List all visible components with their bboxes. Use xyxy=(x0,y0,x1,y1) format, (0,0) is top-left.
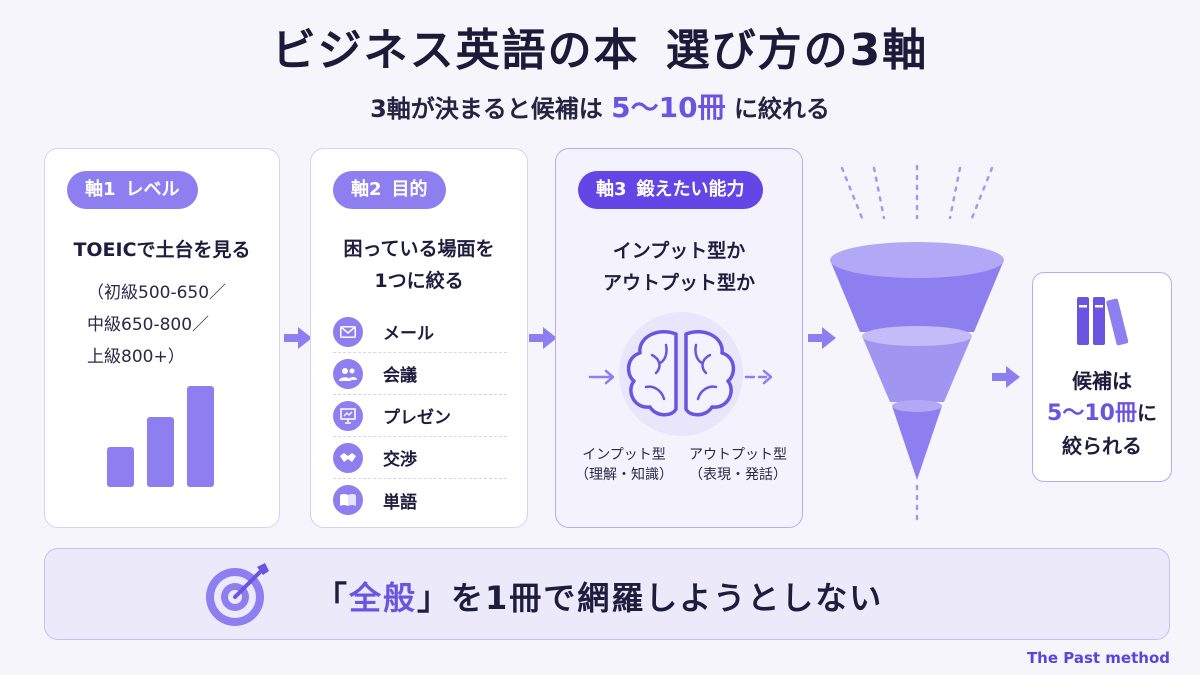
axis1-level-line: 上級800+） xyxy=(87,347,185,367)
people-icon xyxy=(333,358,363,389)
axis3-lead-line2: アウトプット型か xyxy=(602,272,755,294)
banner-post: 」を1冊で網羅しようとしない xyxy=(417,579,884,617)
banner-pre: 「 xyxy=(315,579,350,617)
funnel-icon xyxy=(830,164,1004,528)
banner-accent: 全般 xyxy=(349,579,418,617)
axis3-num: 軸3 xyxy=(596,179,627,200)
handshake-icon xyxy=(333,442,363,473)
axis1-card: 軸1 レベル TOEICで土台を見る （初級500-650／ 中級650-800／… xyxy=(44,148,280,528)
result-card: 候補は 5〜10冊に 絞られる xyxy=(1032,272,1172,482)
axis1-pill: 軸1 レベル xyxy=(67,171,198,209)
books-icon xyxy=(1077,297,1129,346)
target-icon xyxy=(206,563,269,626)
arrow-right-icon xyxy=(992,366,1020,388)
page-title: ビジネス英語の本選び方の3軸 xyxy=(0,14,1200,78)
result-text: 候補は 5〜10冊に 絞られる xyxy=(1033,365,1171,462)
list-item-label: 会議 xyxy=(383,366,417,386)
list-item: 交渉 xyxy=(333,437,507,479)
input-type-label: インプット型 （理解・知識） xyxy=(570,445,678,485)
page-subtitle: 3軸が決まると候補は 5〜10冊 に絞れる xyxy=(0,86,1200,124)
axis3-lead: インプット型か アウトプット型か xyxy=(556,235,802,299)
arrow-right-icon xyxy=(284,327,312,349)
title-part2: 選び方の3軸 xyxy=(665,25,929,76)
level-bars-icon xyxy=(107,377,227,487)
axis2-pill: 軸2 目的 xyxy=(333,171,446,209)
mail-icon xyxy=(333,316,363,347)
axis1-label: レベル xyxy=(125,179,180,200)
input-type-sub: （理解・知識） xyxy=(575,467,673,483)
axis1-lead: TOEICで土台を見る xyxy=(73,239,251,261)
axis2-lead-line2: 1つに絞る xyxy=(374,270,464,292)
list-item-label: 交渉 xyxy=(383,450,417,470)
result-line3: 絞られる xyxy=(1062,434,1142,458)
banner-text: 「全般」を1冊で網羅しようとしない xyxy=(315,573,883,617)
level-bar xyxy=(107,447,134,487)
axis3-card: 軸3 鍛えたい能力 インプット型か アウトプット型か インプット型 （理解・知識）… xyxy=(555,148,803,528)
axis2-lead: 困っている場面を 1つに絞る xyxy=(311,233,527,297)
subtitle-post: に絞れる xyxy=(733,95,830,123)
axis3-pill: 軸3 鍛えたい能力 xyxy=(578,171,763,209)
axis3-lead-line1: インプット型か xyxy=(612,240,746,262)
axis2-label: 目的 xyxy=(391,179,428,200)
output-type-name: アウトプット型 xyxy=(689,447,787,463)
list-item-label: プレゼン xyxy=(383,408,451,428)
axis2-card: 軸2 目的 困っている場面を 1つに絞る メール 会議 プレゼン xyxy=(310,148,528,528)
presentation-icon xyxy=(333,400,363,431)
list-item-label: メール xyxy=(383,324,434,344)
input-type-name: インプット型 xyxy=(582,447,666,463)
purpose-list: メール 会議 プレゼン 交渉 単語 xyxy=(333,311,507,521)
level-bar xyxy=(147,417,174,487)
subtitle-pre: 3軸が決まると候補は xyxy=(370,95,603,123)
list-item: メール xyxy=(333,311,507,353)
list-item-label: 単語 xyxy=(383,492,417,513)
axis1-level-line: （初級500-650／ xyxy=(87,283,227,303)
bottom-banner: 「全般」を1冊で網羅しようとしない xyxy=(44,548,1170,640)
output-type-label: アウトプット型 （表現・発話） xyxy=(682,445,794,485)
axis3-label: 鍛えたい能力 xyxy=(636,179,745,200)
axis1-levels: （初級500-650／ 中級650-800／ 上級800+） xyxy=(87,277,226,373)
brain-icon xyxy=(588,312,773,436)
output-type-sub: （表現・発話） xyxy=(689,467,787,483)
list-item: 単語 xyxy=(333,479,507,521)
axis2-num: 軸2 xyxy=(351,179,382,200)
book-icon xyxy=(333,485,363,515)
result-accent: 5〜10冊 xyxy=(1047,401,1137,426)
arrow-right-icon xyxy=(808,327,836,349)
result-line2: に xyxy=(1136,401,1157,425)
title-part1: ビジネス英語の本 xyxy=(271,25,640,76)
level-bar xyxy=(187,386,214,487)
axis2-lead-line1: 困っている場面を xyxy=(343,238,495,260)
result-line1: 候補は xyxy=(1072,369,1132,393)
axis1-level-line: 中級650-800／ xyxy=(87,315,210,335)
list-item: プレゼン xyxy=(333,395,507,437)
arrow-right-icon xyxy=(529,327,557,349)
axis1-num: 軸1 xyxy=(85,179,116,200)
subtitle-accent: 5〜10冊 xyxy=(611,91,726,124)
brand-label: The Past method xyxy=(1026,649,1170,667)
list-item: 会議 xyxy=(333,353,507,395)
